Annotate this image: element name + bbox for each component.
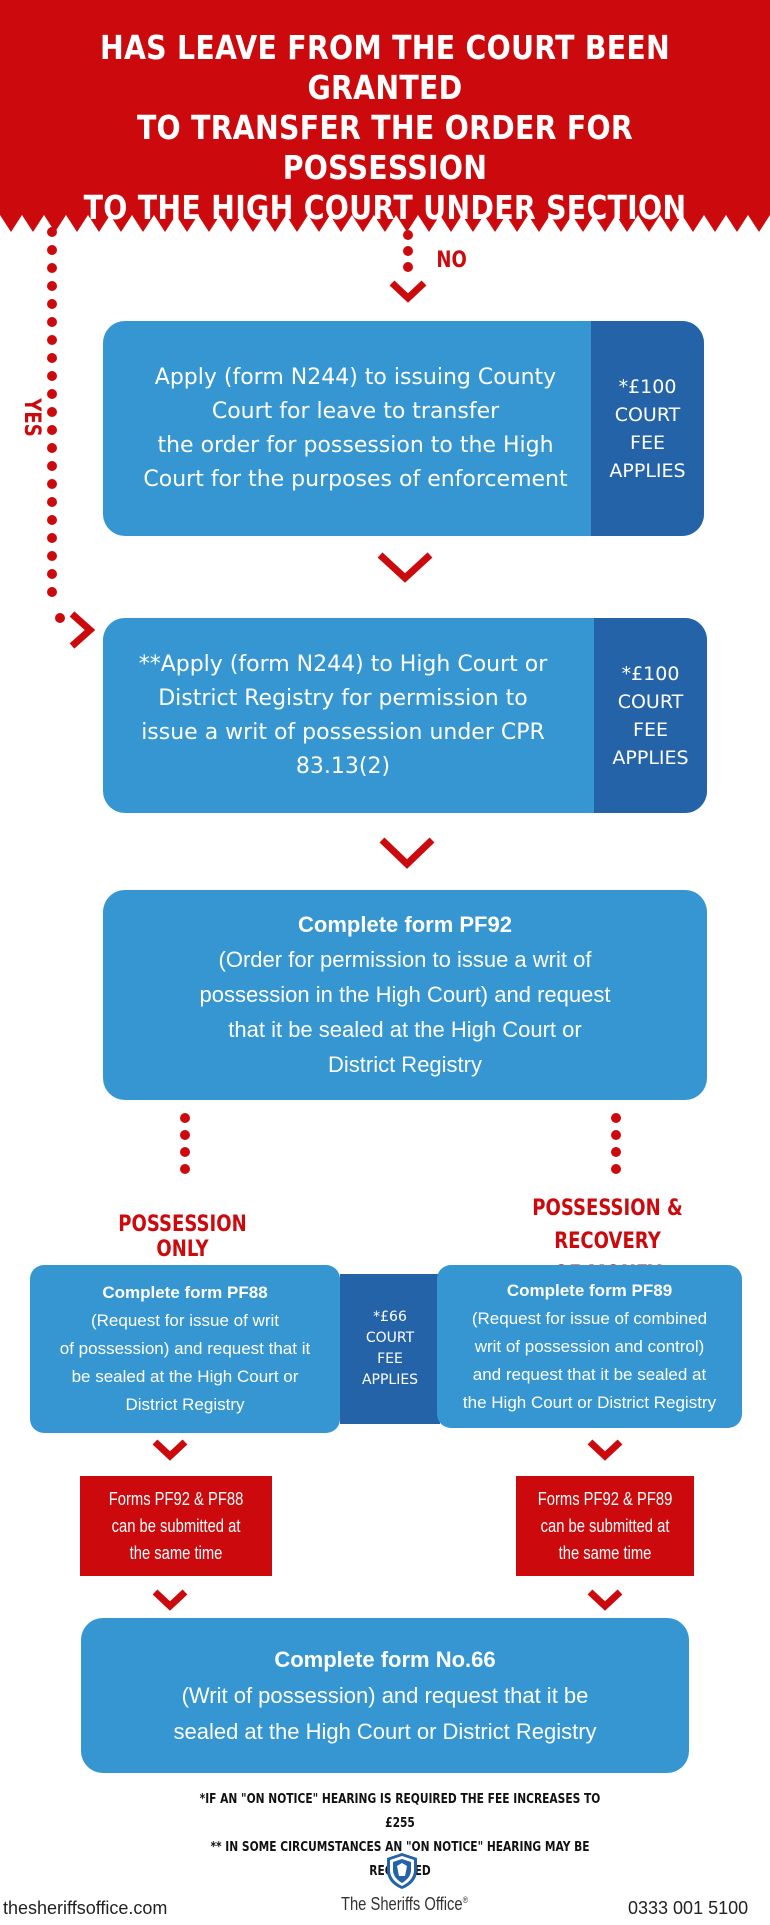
connector-dot	[47, 263, 57, 273]
connector-dot	[47, 245, 57, 255]
header-title-line: TO THE HIGH COURT UNDER SECTION 42 OF	[83, 188, 687, 267]
chevron-down-icon	[379, 837, 435, 869]
step-text-line: Court for the purposes of enforcement	[143, 466, 568, 492]
step-complete-no66: Complete form No.66 (Writ of possession)…	[81, 1618, 689, 1773]
connector-dot	[403, 230, 413, 240]
connector-dot	[47, 533, 57, 543]
connector-dot	[47, 587, 57, 597]
step-title: Complete form PF88	[102, 1283, 268, 1302]
connector-dot	[47, 443, 57, 453]
footnotes: *IF AN "ON NOTICE" HEARING IS REQUIRED T…	[150, 1788, 650, 1884]
step-title: Complete form No.66	[274, 1646, 496, 1672]
connector-dot	[180, 1113, 190, 1123]
connector-dot	[47, 281, 57, 291]
header-title-line: THE COUNTY COURTS ACT 1984?	[121, 268, 649, 307]
court-fee-badge: *£100 COURT FEE APPLIES	[591, 321, 704, 536]
court-fee-badge: *£100 COURT FEE APPLIES	[594, 618, 707, 813]
registered-mark: ®	[463, 1895, 469, 1905]
connector-dot	[611, 1113, 621, 1123]
connector-dot	[180, 1147, 190, 1157]
chevron-down-icon	[587, 1439, 623, 1461]
connector-dot	[47, 407, 57, 417]
connector-dot	[611, 1164, 621, 1174]
connector-dot	[47, 425, 57, 435]
step-text-line: Apply (form N244) to issuing County	[154, 364, 557, 390]
footer-website-link[interactable]: thesheriffsoffice.com	[3, 1898, 168, 1918]
chevron-down-icon	[152, 1439, 188, 1461]
step-text-line: issue a writ of possession under CPR	[141, 719, 545, 745]
label-yes: YES	[18, 398, 44, 437]
step-complete-pf88: Complete form PF88 (Request for issue of…	[30, 1265, 340, 1433]
connector-dot	[180, 1164, 190, 1174]
note-pf92-pf88: Forms PF92 & PF88 can be submitted at th…	[80, 1476, 272, 1576]
step-text-line: the order for possession to the High	[157, 432, 554, 458]
chevron-down-icon	[152, 1589, 188, 1611]
connector-dot	[55, 613, 65, 623]
brand-name: The Sheriffs Office	[341, 1894, 464, 1914]
step-text-line: District Registry for permission to	[158, 685, 528, 711]
connector-dot	[47, 317, 57, 327]
step-text-line: 83.13(2)	[295, 753, 391, 779]
step-text-line: **Apply (form N244) to High Court or	[138, 651, 548, 677]
court-fee-badge: *£66 COURT FEE APPLIES	[340, 1274, 440, 1424]
connector-dot	[611, 1147, 621, 1157]
chevron-down-icon	[587, 1589, 623, 1611]
connector-dot	[403, 262, 413, 272]
step-complete-pf89: Complete form PF89 (Request for issue of…	[437, 1265, 742, 1428]
connector-dot	[47, 461, 57, 471]
step-text: **Apply (form N244) to High Court or Dis…	[118, 618, 568, 813]
connector-dot	[47, 569, 57, 579]
connector-dot	[180, 1130, 190, 1140]
header-banner	[0, 0, 770, 232]
step-complete-pf92: Complete form PF92 (Order for permission…	[103, 890, 707, 1100]
header-title-line: HAS LEAVE FROM THE COURT BEEN GRANTED	[99, 28, 671, 107]
connector-dot	[47, 497, 57, 507]
step-text-line: Court for leave to transfer	[211, 398, 500, 424]
chevron-down-icon	[377, 552, 433, 583]
connector-dot	[47, 551, 57, 561]
step-title: Complete form PF92	[298, 912, 512, 937]
shield-logo-icon	[387, 1853, 417, 1889]
connector-dot	[47, 389, 57, 399]
connector-dot	[47, 335, 57, 345]
label-no: NO	[436, 248, 467, 273]
label-possession-only: POSSESSION ONLY	[118, 1212, 247, 1262]
connector-dot	[47, 299, 57, 309]
step-body: (Request for issue of writ of possession…	[59, 1311, 311, 1414]
header-title-line: TO TRANSFER THE ORDER FOR POSSESSION	[136, 108, 634, 187]
connector-dot	[47, 371, 57, 381]
connector-dot	[47, 353, 57, 363]
connector-dot	[47, 227, 57, 237]
chevron-down-icon	[389, 280, 427, 303]
step-body: (Request for issue of combined writ of p…	[462, 1308, 717, 1412]
connector-dot	[403, 246, 413, 256]
chevron-right-icon	[69, 611, 96, 649]
connector-dot	[611, 1130, 621, 1140]
connector-dot	[47, 515, 57, 525]
note-pf92-pf89: Forms PF92 & PF89 can be submitted at th…	[516, 1476, 694, 1576]
header-title: HAS LEAVE FROM THE COURT BEEN GRANTED TO…	[63, 28, 708, 308]
step-body: (Writ of possession) and request that it…	[173, 1682, 597, 1744]
footer-phone[interactable]: 0333 001 5100	[628, 1898, 749, 1918]
footnote: *IF AN "ON NOTICE" HEARING IS REQUIRED T…	[199, 1792, 601, 1831]
connector-dot	[47, 479, 57, 489]
footer-brand: The Sheriffs Office®	[300, 1894, 510, 1915]
step-text: Apply (form N244) to issuing County Cour…	[123, 321, 588, 536]
step-body: (Order for permission to issue a writ of…	[199, 947, 611, 1077]
step-title: Complete form PF89	[506, 1280, 673, 1300]
